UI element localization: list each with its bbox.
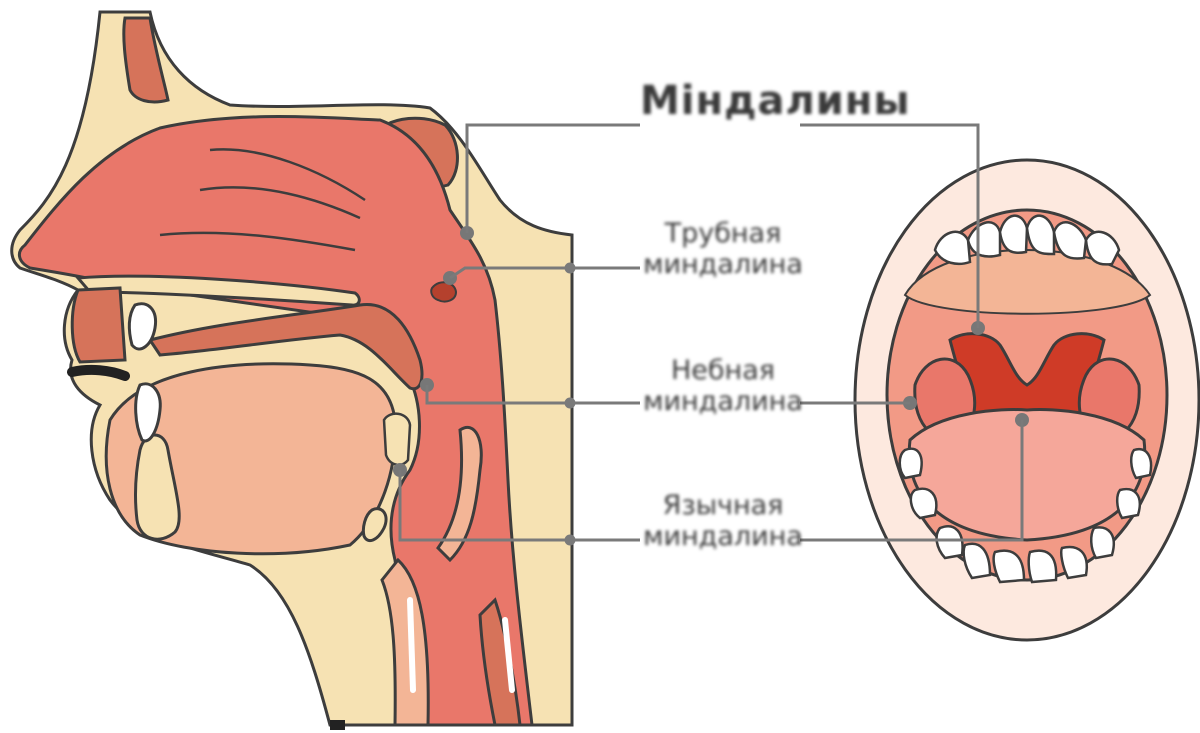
- trachea-ring: [407, 597, 416, 693]
- frontal-sinus: [122, 16, 170, 104]
- label-lingual-line1: Язычная: [662, 490, 784, 521]
- label-palatine-line2: миндалина: [643, 386, 803, 417]
- label-lingual-line2: миндалина: [643, 521, 803, 552]
- diagram-title-label: Miндалины: [640, 78, 911, 124]
- leader-lines: [398, 123, 1024, 546]
- label-adenoid: Трубная миндалина: [638, 218, 808, 280]
- hyoid-bone: [361, 507, 388, 543]
- head-sagittal-section: [10, 10, 574, 730]
- trachea: [380, 557, 430, 727]
- leader-label3-right: [800, 420, 1024, 542]
- label-adenoid-line2: миндалина: [643, 249, 803, 280]
- upper-teeth: [933, 214, 1121, 266]
- lingual-tonsil-bumps: [382, 412, 412, 467]
- adenoid-tonsil: [430, 281, 458, 303]
- label-palatine-line1: Небная: [670, 355, 775, 386]
- mouth-line: [67, 364, 130, 381]
- label-adenoid-line1: Трубная: [664, 218, 782, 249]
- upper-lip: [70, 286, 127, 364]
- leader-title-left: [465, 123, 640, 233]
- leader-label1-left: [449, 266, 570, 280]
- open-mouth-view: [853, 158, 1200, 642]
- leader-label2-left: [425, 385, 570, 405]
- leader-label3-left: [398, 470, 570, 542]
- nasal-turbinate-line-2: [199, 186, 361, 220]
- hard-palate: [74, 274, 361, 307]
- label-lingual: Язычная миндалина: [638, 490, 808, 552]
- nasal-turbinate-line-3: [159, 231, 356, 252]
- lower-teeth: [898, 447, 1153, 584]
- label-palatine: Небная миндалина: [638, 355, 808, 417]
- nasal-turbinate-line-1: [209, 148, 366, 202]
- esophagus-ring: [502, 617, 515, 693]
- mandible: [134, 433, 181, 541]
- lower-incisor: [134, 382, 162, 443]
- leader-title-right: [800, 123, 980, 328]
- upper-incisor: [127, 302, 158, 351]
